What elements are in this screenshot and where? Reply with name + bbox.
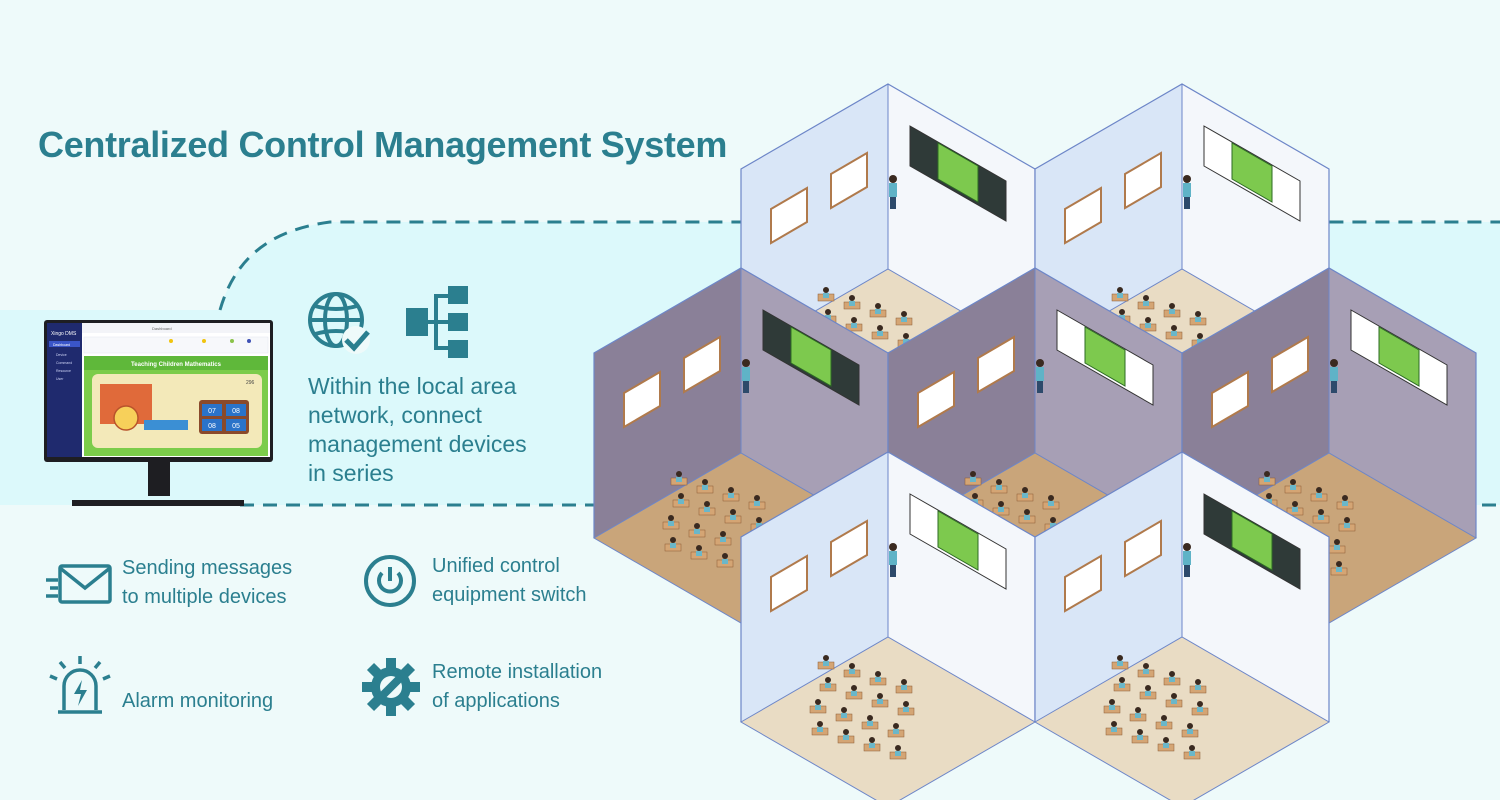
envelope-icon — [46, 564, 112, 604]
network-dashed-line — [218, 220, 1500, 311]
svg-text:296: 296 — [246, 380, 255, 386]
monitor-lesson-title: Teaching Children Mathematics — [131, 362, 222, 368]
network-tree-icon — [406, 286, 468, 358]
network-description: Within the local area network, connect m… — [308, 373, 527, 486]
feature-alarm-label: Alarm monitoring — [122, 689, 274, 712]
power-icon — [364, 555, 416, 607]
svg-text:08: 08 — [208, 423, 216, 430]
feature-install-label: Remote installation of applications — [432, 661, 603, 712]
feature-power-label: Unified control equipment switch — [432, 555, 587, 606]
svg-text:User: User — [56, 377, 64, 381]
feature-install: Remote installation of applications — [362, 658, 602, 716]
monitor: Xingo DMS Dashboard Device Command Resou… — [44, 320, 273, 506]
globe-check-icon — [308, 292, 370, 354]
room-bottom-right — [1034, 451, 1330, 800]
svg-text:Resource: Resource — [56, 369, 71, 373]
room-bottom-left — [740, 451, 1036, 800]
svg-text:Dashboard: Dashboard — [53, 343, 70, 347]
alarm-light-icon — [49, 656, 111, 714]
feature-power: Unified control equipment switch — [362, 552, 587, 610]
feature-messages: Sending messages to multiple devices — [46, 554, 292, 612]
page-title: Centralized Control Management System — [38, 124, 728, 165]
feature-messages-label: Sending messages to multiple devices — [122, 557, 293, 608]
svg-text:Device: Device — [56, 353, 67, 357]
monitor-sidebar-title: Xingo DMS — [51, 331, 77, 337]
svg-text:05: 05 — [232, 423, 240, 430]
svg-text:Dashboard: Dashboard — [152, 326, 172, 331]
svg-text:08: 08 — [232, 408, 240, 415]
svg-text:Command: Command — [56, 361, 72, 365]
svg-text:07: 07 — [208, 408, 216, 415]
feature-alarm: Alarm monitoring — [46, 654, 273, 716]
gear-wrench-icon — [362, 658, 420, 716]
